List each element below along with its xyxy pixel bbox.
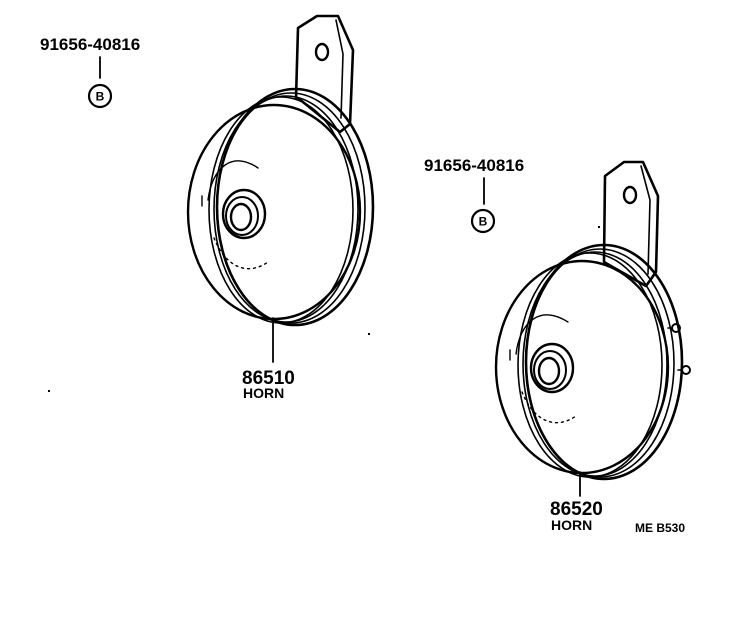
bolt-mark-right: B: [479, 215, 488, 229]
bolt-part-number-left: 91656-40816: [40, 35, 140, 54]
bolt-part-number-right: 91656-40816: [424, 156, 524, 175]
mounting-bracket-86510: [294, 14, 355, 134]
part-number-86520: 86520: [550, 499, 603, 520]
mounting-bracket-86520: [602, 160, 660, 288]
part-name-86510: HORN: [243, 385, 284, 401]
horn-face-86510: [201, 160, 269, 270]
horn-86510: [87, 14, 375, 363]
bolt-callout-right: [470, 177, 496, 234]
horn-rim-86510: [186, 87, 375, 327]
horn-face-86520: [509, 314, 577, 424]
scan-specks: [48, 226, 600, 392]
drawing-code: ME B530: [635, 521, 685, 535]
bolt-mark-left: B: [96, 90, 105, 104]
horn-rim-86520: [494, 243, 684, 481]
part-name-86520: HORN: [551, 517, 592, 533]
horn-86520: [470, 160, 691, 497]
part-number-86510: 86510: [242, 368, 295, 389]
bolt-callout-left: [87, 56, 113, 109]
